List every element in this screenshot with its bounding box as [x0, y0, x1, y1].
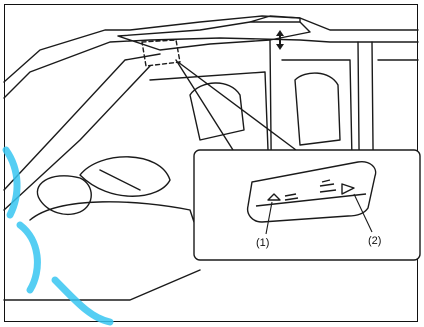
callout-label-2: (2) [368, 236, 381, 247]
leader-line-a [176, 60, 233, 150]
callout-label-1: (1) [256, 238, 269, 249]
switch-location-marker [142, 40, 180, 66]
inset-detail [194, 150, 420, 260]
inset-box [194, 150, 420, 260]
steering-wheel [80, 157, 170, 196]
door-sill-front [4, 270, 200, 300]
roof-inner-line [4, 38, 418, 98]
side-mirror [37, 176, 91, 215]
a-pillar-inner [4, 66, 150, 210]
roof-line [4, 16, 418, 82]
steering-spoke [100, 170, 140, 190]
leader-line-b [178, 62, 296, 150]
dashboard-line [30, 202, 200, 240]
seat-back-rear [295, 73, 340, 145]
rear-window-line [282, 60, 352, 160]
